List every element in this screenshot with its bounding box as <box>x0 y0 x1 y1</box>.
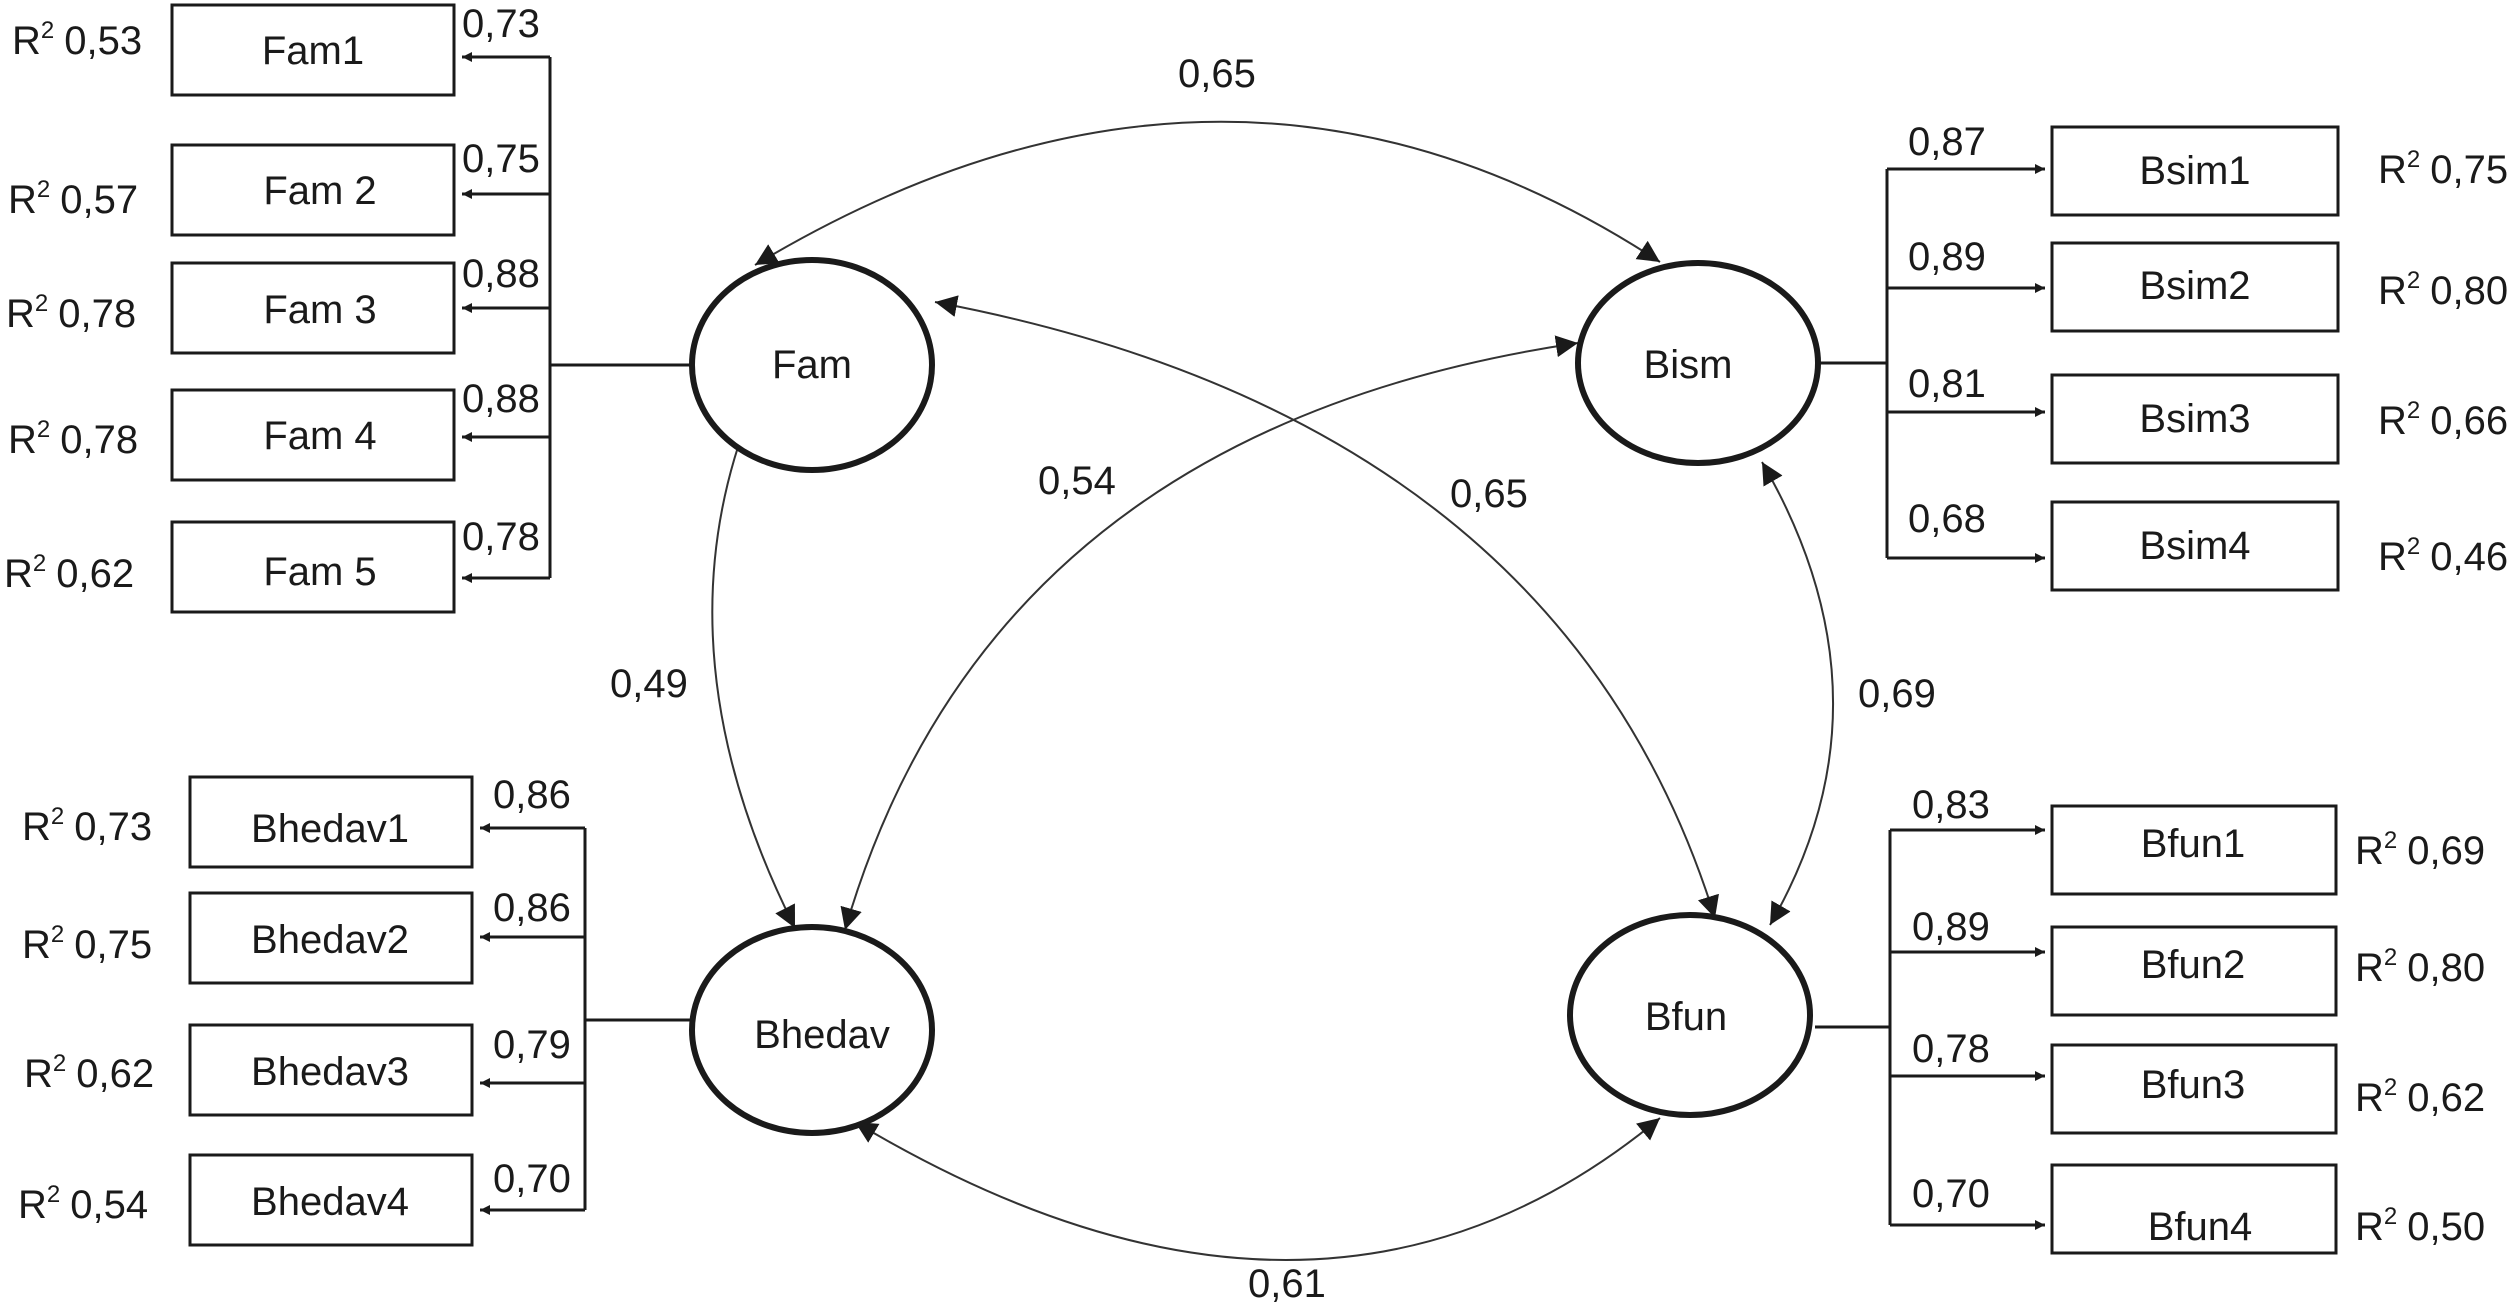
indicator-box-fam2 <box>170 143 456 237</box>
indicator-label-bhedav4: Bhedav4 <box>251 1180 409 1224</box>
bhedav-measurement-block: Bhedav1 Bhedav2 Bhedav3 Bhedav4 0,86 0,8… <box>18 773 690 1247</box>
indicator-box-bsim4 <box>2050 500 2340 592</box>
indicator-box-bfun4 <box>2050 1163 2338 1255</box>
indicator-box-bfun2 <box>2050 925 2338 1017</box>
indicator-label-fam1: Fam1 <box>262 29 364 73</box>
indicator-box-fam3 <box>170 261 456 355</box>
loading-bsim2: 0,89 <box>1908 235 1986 279</box>
indicator-box-bsim2 <box>2050 241 2340 333</box>
loading-bhedav2: 0,86 <box>493 886 571 930</box>
indicator-label-bfun4: Bfun4 <box>2148 1205 2253 1249</box>
indicator-label-fam2: Fam 2 <box>263 169 376 213</box>
indicator-label-bhedav3: Bhedav3 <box>251 1050 409 1094</box>
loading-bfun3: 0,78 <box>1912 1027 1990 1071</box>
indicator-label-fam4: Fam 4 <box>263 414 376 458</box>
indicator-box-fam5 <box>170 520 456 614</box>
latent-label-bism: Bism <box>1644 343 1733 387</box>
indicator-label-bsim2: Bsim2 <box>2139 264 2250 308</box>
corr-label-fam-bhedav: 0,49 <box>610 662 688 706</box>
latent-constructs: Fam Bism Bhedav Bfun <box>689 257 1821 1136</box>
fam-measurement-block: Fam1 Fam 2 Fam 3 Fam 4 Fam 5 0,73 0,75 0… <box>4 2 690 614</box>
latent-node-bism <box>1575 260 1821 466</box>
loading-fam4: 0,88 <box>462 377 540 421</box>
indicator-label-bhedav1: Bhedav1 <box>251 807 409 851</box>
correlation-curves <box>711 120 1835 1261</box>
loading-bfun2: 0,89 <box>1912 905 1990 949</box>
indicator-label-bsim1: Bsim1 <box>2139 149 2250 193</box>
indicator-box-fam4 <box>170 388 456 482</box>
latent-label-bfun: Bfun <box>1645 995 1727 1039</box>
loading-bsim3: 0,81 <box>1908 362 1986 406</box>
corr-label-bhedav-bfun: 0,61 <box>1248 1262 1326 1305</box>
bism-measurement-block: Bsim1 Bsim2 Bsim3 Bsim4 0,87 0,89 0,81 0… <box>1820 120 2508 592</box>
indicator-label-fam3: Fam 3 <box>263 288 376 332</box>
indicator-box-bsim1 <box>2050 125 2340 217</box>
loading-bhedav1: 0,86 <box>493 773 571 817</box>
curve-bhedav-bfun <box>854 1117 1661 1261</box>
loading-fam1: 0,73 <box>462 2 540 46</box>
bfun-measurement-block: Bfun1 Bfun2 Bfun3 Bfun4 0,83 0,89 0,78 0… <box>1815 783 2485 1255</box>
corr-label-fam-bfun: 0,65 <box>1450 472 1528 516</box>
latent-node-bhedav <box>689 924 935 1136</box>
loading-bhedav3: 0,79 <box>493 1023 571 1067</box>
indicator-label-fam5: Fam 5 <box>263 550 376 594</box>
curve-bism-bfun <box>1761 461 1835 926</box>
loading-bhedav4: 0,70 <box>493 1157 571 1201</box>
correlation-labels: 0,65 0,65 0,54 0,49 0,69 0,61 <box>610 52 1936 1305</box>
indicator-box-bhedav3 <box>188 1023 474 1117</box>
curve-fam-bism <box>754 120 1661 266</box>
curve-bism-bhedav <box>840 335 1579 931</box>
curve-fam-bhedav <box>711 407 796 929</box>
indicator-box-fam1 <box>170 3 456 97</box>
loading-bfun1: 0,83 <box>1912 783 1990 827</box>
indicator-box-bhedav2 <box>188 891 474 985</box>
indicator-box-bfun3 <box>2050 1043 2338 1135</box>
indicator-label-bfun2: Bfun2 <box>2141 943 2246 987</box>
indicator-box-bhedav1 <box>188 775 474 869</box>
loading-fam2: 0,75 <box>462 137 540 181</box>
latent-label-bhedav: Bhedav <box>754 1013 890 1057</box>
indicator-label-bfun3: Bfun3 <box>2141 1063 2246 1107</box>
indicator-label-bfun1: Bfun1 <box>2141 822 2246 866</box>
corr-label-bism-bfun: 0,69 <box>1858 672 1936 716</box>
loading-bfun4: 0,70 <box>1912 1172 1990 1216</box>
latent-label-fam: Fam <box>772 343 852 387</box>
latent-node-fam <box>689 257 935 473</box>
corr-label-fam-bism: 0,65 <box>1178 52 1256 96</box>
indicator-label-bsim4: Bsim4 <box>2139 524 2250 568</box>
loading-bsim1: 0,87 <box>1908 120 1986 164</box>
loading-bsim4: 0,68 <box>1908 497 1986 541</box>
loading-fam3: 0,88 <box>462 252 540 296</box>
indicator-box-bfun1 <box>2050 804 2338 896</box>
indicator-box-bhedav4 <box>188 1153 474 1247</box>
latent-node-bfun <box>1567 912 1813 1118</box>
indicator-box-bsim3 <box>2050 373 2340 465</box>
indicator-label-bsim3: Bsim3 <box>2139 397 2250 441</box>
indicator-label-bhedav2: Bhedav2 <box>251 918 409 962</box>
loading-fam5: 0,78 <box>462 515 540 559</box>
corr-label-bism-bhedav: 0,54 <box>1038 459 1116 503</box>
